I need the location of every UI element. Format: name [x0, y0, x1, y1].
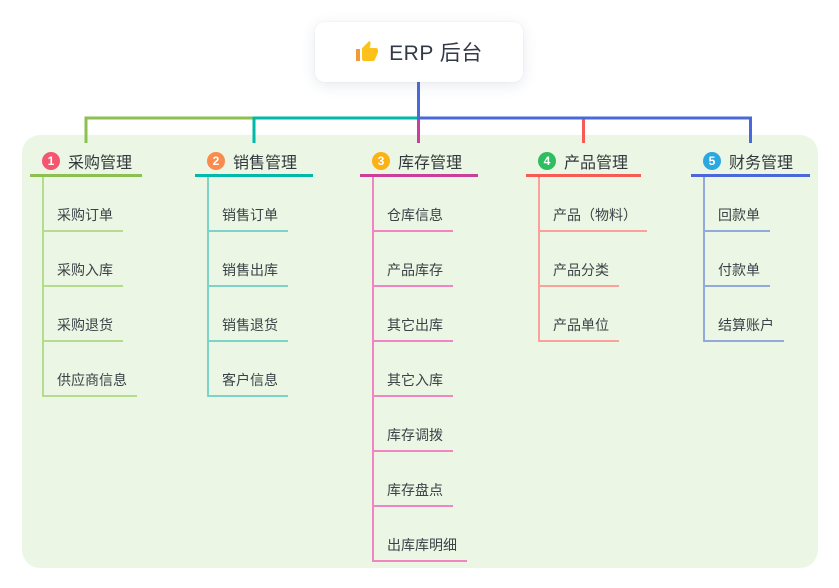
- child-label: 供应商信息: [57, 372, 127, 388]
- child-label: 采购退货: [57, 317, 113, 333]
- branch-label: 产品管理: [564, 154, 629, 172]
- child-node[interactable]: 其它入库: [372, 342, 453, 397]
- child-node[interactable]: 仓库信息: [372, 177, 453, 232]
- branch-number-badge: 5: [703, 151, 721, 170]
- branch-node: 5 财务管理 回款单 付款单 结算账户: [691, 147, 810, 342]
- branch-number-badge: 1: [42, 151, 60, 170]
- child-label: 回款单: [718, 207, 760, 223]
- child-label: 采购订单: [57, 207, 113, 223]
- branch-number-badge: 4: [538, 151, 556, 170]
- child-node[interactable]: 客户信息: [207, 342, 288, 397]
- child-label: 出库库明细: [387, 537, 457, 553]
- branch-children: 采购订单 采购入库 采购退货 供应商信息: [30, 177, 142, 397]
- branch-header[interactable]: 1 采购管理: [30, 147, 142, 177]
- child-node[interactable]: 回款单: [703, 177, 770, 232]
- branch-children: 销售订单 销售出库 销售退货 客户信息: [195, 177, 313, 397]
- branch-label: 采购管理: [68, 154, 133, 172]
- branch-node: 4 产品管理 产品（物料） 产品分类 产品单位: [526, 147, 647, 342]
- child-node[interactable]: 产品单位: [538, 287, 619, 342]
- branch-header[interactable]: 3 库存管理: [360, 147, 478, 177]
- child-label: 产品（物料）: [553, 207, 637, 223]
- branch-node: 2 销售管理 销售订单 销售出库 销售退货 客户信息: [195, 147, 313, 397]
- child-node[interactable]: 库存调拨: [372, 397, 453, 452]
- child-node[interactable]: 销售订单: [207, 177, 288, 232]
- child-node[interactable]: 销售出库: [207, 232, 288, 287]
- child-node[interactable]: 供应商信息: [42, 342, 137, 397]
- branch-children: 仓库信息 产品库存 其它出库 其它入库 库存调拨 库存盘点 出库库明细: [360, 177, 478, 562]
- branch-header[interactable]: 5 财务管理: [691, 147, 810, 177]
- branch-trunk-line: [703, 177, 705, 342]
- branch-label: 销售管理: [233, 154, 298, 172]
- branch-number-badge: 3: [372, 151, 390, 170]
- child-node[interactable]: 产品库存: [372, 232, 453, 287]
- child-label: 销售退货: [222, 317, 278, 333]
- branch-label: 财务管理: [729, 154, 794, 172]
- child-label: 其它入库: [387, 372, 443, 388]
- child-node[interactable]: 采购入库: [42, 232, 123, 287]
- child-label: 结算账户: [718, 317, 774, 333]
- branch-children: 回款单 付款单 结算账户: [691, 177, 810, 342]
- child-node[interactable]: 其它出库: [372, 287, 453, 342]
- thumbs-up-icon: [356, 41, 379, 61]
- branch-number-badge: 2: [207, 151, 225, 170]
- child-label: 销售订单: [222, 207, 278, 223]
- branch-label: 库存管理: [398, 154, 463, 172]
- child-label: 库存盘点: [387, 482, 443, 498]
- branch-node: 1 采购管理 采购订单 采购入库 采购退货 供应商信息: [30, 147, 142, 397]
- child-label: 产品分类: [553, 262, 609, 278]
- child-label: 产品单位: [553, 317, 609, 333]
- child-node[interactable]: 库存盘点: [372, 452, 453, 507]
- child-label: 其它出库: [387, 317, 443, 333]
- root-node[interactable]: ERP 后台: [315, 22, 523, 82]
- child-node[interactable]: 结算账户: [703, 287, 784, 342]
- child-node[interactable]: 出库库明细: [372, 507, 467, 562]
- child-label: 销售出库: [222, 262, 278, 278]
- branch-trunk-line: [42, 177, 44, 397]
- branch-header[interactable]: 4 产品管理: [526, 147, 641, 177]
- child-node[interactable]: 产品分类: [538, 232, 619, 287]
- child-node[interactable]: 付款单: [703, 232, 770, 287]
- branch-trunk-line: [207, 177, 209, 397]
- child-node[interactable]: 采购订单: [42, 177, 123, 232]
- child-label: 仓库信息: [387, 207, 443, 223]
- child-label: 库存调拨: [387, 427, 443, 443]
- root-label: ERP 后台: [389, 42, 483, 65]
- child-label: 采购入库: [57, 262, 113, 278]
- child-label: 客户信息: [222, 372, 278, 388]
- branch-children: 产品（物料） 产品分类 产品单位: [526, 177, 647, 342]
- branch-trunk-line: [372, 177, 374, 562]
- child-label: 产品库存: [387, 262, 443, 278]
- child-node[interactable]: 销售退货: [207, 287, 288, 342]
- child-node[interactable]: 采购退货: [42, 287, 123, 342]
- child-node[interactable]: 产品（物料）: [538, 177, 647, 232]
- branch-node: 3 库存管理 仓库信息 产品库存 其它出库 其它入库 库存调拨 库存盘点 出库库…: [360, 147, 478, 562]
- branch-header[interactable]: 2 销售管理: [195, 147, 313, 177]
- child-label: 付款单: [718, 262, 760, 278]
- branches-panel: [22, 135, 818, 568]
- branch-trunk-line: [538, 177, 540, 342]
